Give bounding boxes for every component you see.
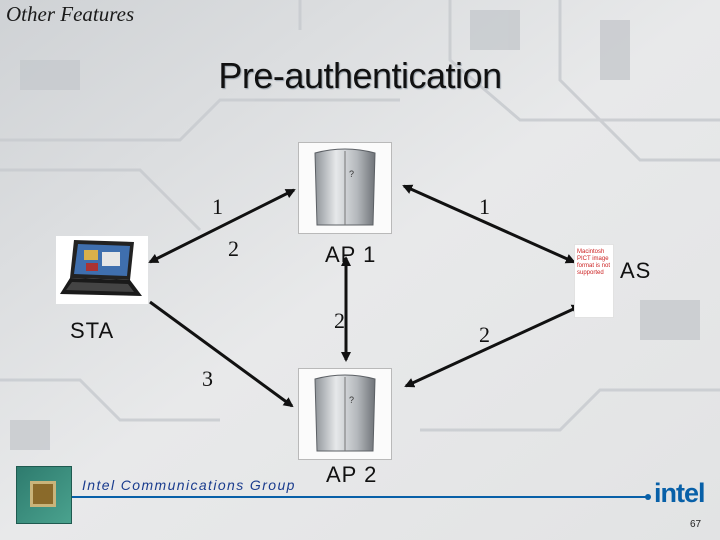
page-number: 67 bbox=[690, 519, 702, 530]
step-label: 1 bbox=[212, 194, 223, 219]
server-icon: ? bbox=[314, 374, 376, 452]
footer-group-name: Intel Communications Group bbox=[82, 477, 296, 493]
as-server-image: Macintosh PICT image format is not suppo… bbox=[574, 244, 614, 318]
laptop-icon bbox=[60, 240, 142, 296]
chip-logo bbox=[16, 466, 72, 524]
node-label-sta: STA bbox=[70, 318, 115, 343]
arrow-sta-ap2 bbox=[149, 300, 294, 408]
ap2-server-image: ? bbox=[298, 368, 392, 460]
svg-text:?: ? bbox=[349, 169, 354, 179]
ap1-server-image: ? bbox=[298, 142, 392, 234]
node-label-ap2: AP 2 bbox=[326, 462, 378, 487]
section-title: Other Features bbox=[6, 2, 135, 26]
step-label: 3 bbox=[202, 366, 213, 391]
svg-text:?: ? bbox=[349, 395, 354, 405]
sta-laptop-image bbox=[56, 236, 148, 304]
node-label-as: AS bbox=[620, 258, 652, 283]
slide-title: Pre-authentication bbox=[218, 55, 502, 96]
node-label-ap1: AP 1 bbox=[325, 242, 377, 267]
server-icon: ? bbox=[314, 148, 376, 226]
arrow-ap1-as bbox=[402, 184, 576, 264]
step-label: 1 bbox=[479, 194, 490, 219]
step-label: 2 bbox=[334, 308, 345, 333]
intel-logo: intel bbox=[654, 478, 706, 508]
step-label: 2 bbox=[228, 236, 239, 261]
arrow-sta-ap1 bbox=[148, 188, 296, 264]
chip-die-icon bbox=[30, 481, 56, 507]
step-label: 2 bbox=[479, 322, 490, 347]
arrow-ap2-as bbox=[404, 304, 582, 388]
